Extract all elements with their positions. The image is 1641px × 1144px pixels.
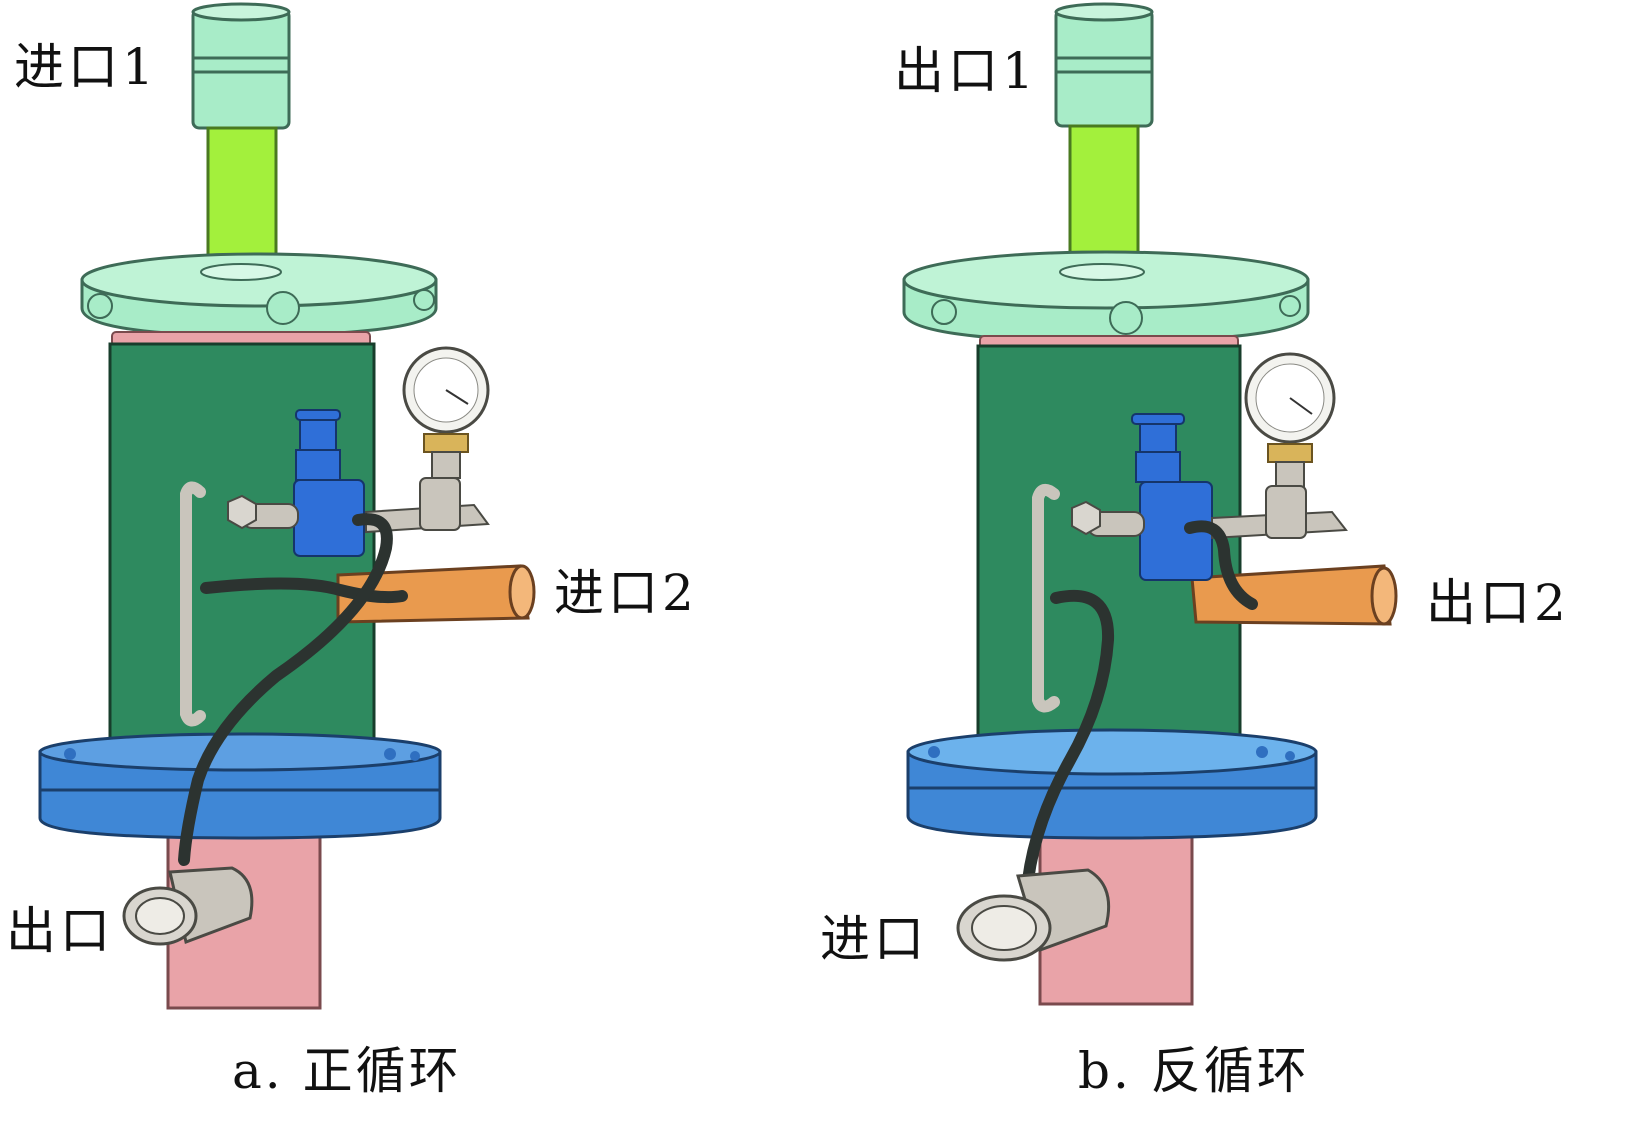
label-outlet-1: 出口1 xyxy=(894,46,1038,96)
label-outlet-2: 出口2 xyxy=(1426,578,1570,628)
top-pipe-cap xyxy=(193,4,289,128)
top-flange xyxy=(904,252,1308,342)
bottom-flange xyxy=(908,730,1316,838)
pressure-gauge xyxy=(366,348,488,532)
caption-a: a. 正循环 xyxy=(232,1046,462,1096)
label-outlet: 出口 xyxy=(6,906,114,956)
bottom-flange xyxy=(40,734,440,838)
panel-b-apparatus xyxy=(904,4,1396,1004)
label-inlet-2: 进口2 xyxy=(554,568,698,618)
label-inlet: 进口 xyxy=(820,914,928,964)
caption-b: b. 反循环 xyxy=(1078,1046,1310,1096)
top-flange xyxy=(82,254,436,336)
panel-a-apparatus xyxy=(40,4,534,1008)
label-inlet-1: 进口1 xyxy=(14,42,158,92)
top-pipe-cap xyxy=(1056,4,1152,126)
